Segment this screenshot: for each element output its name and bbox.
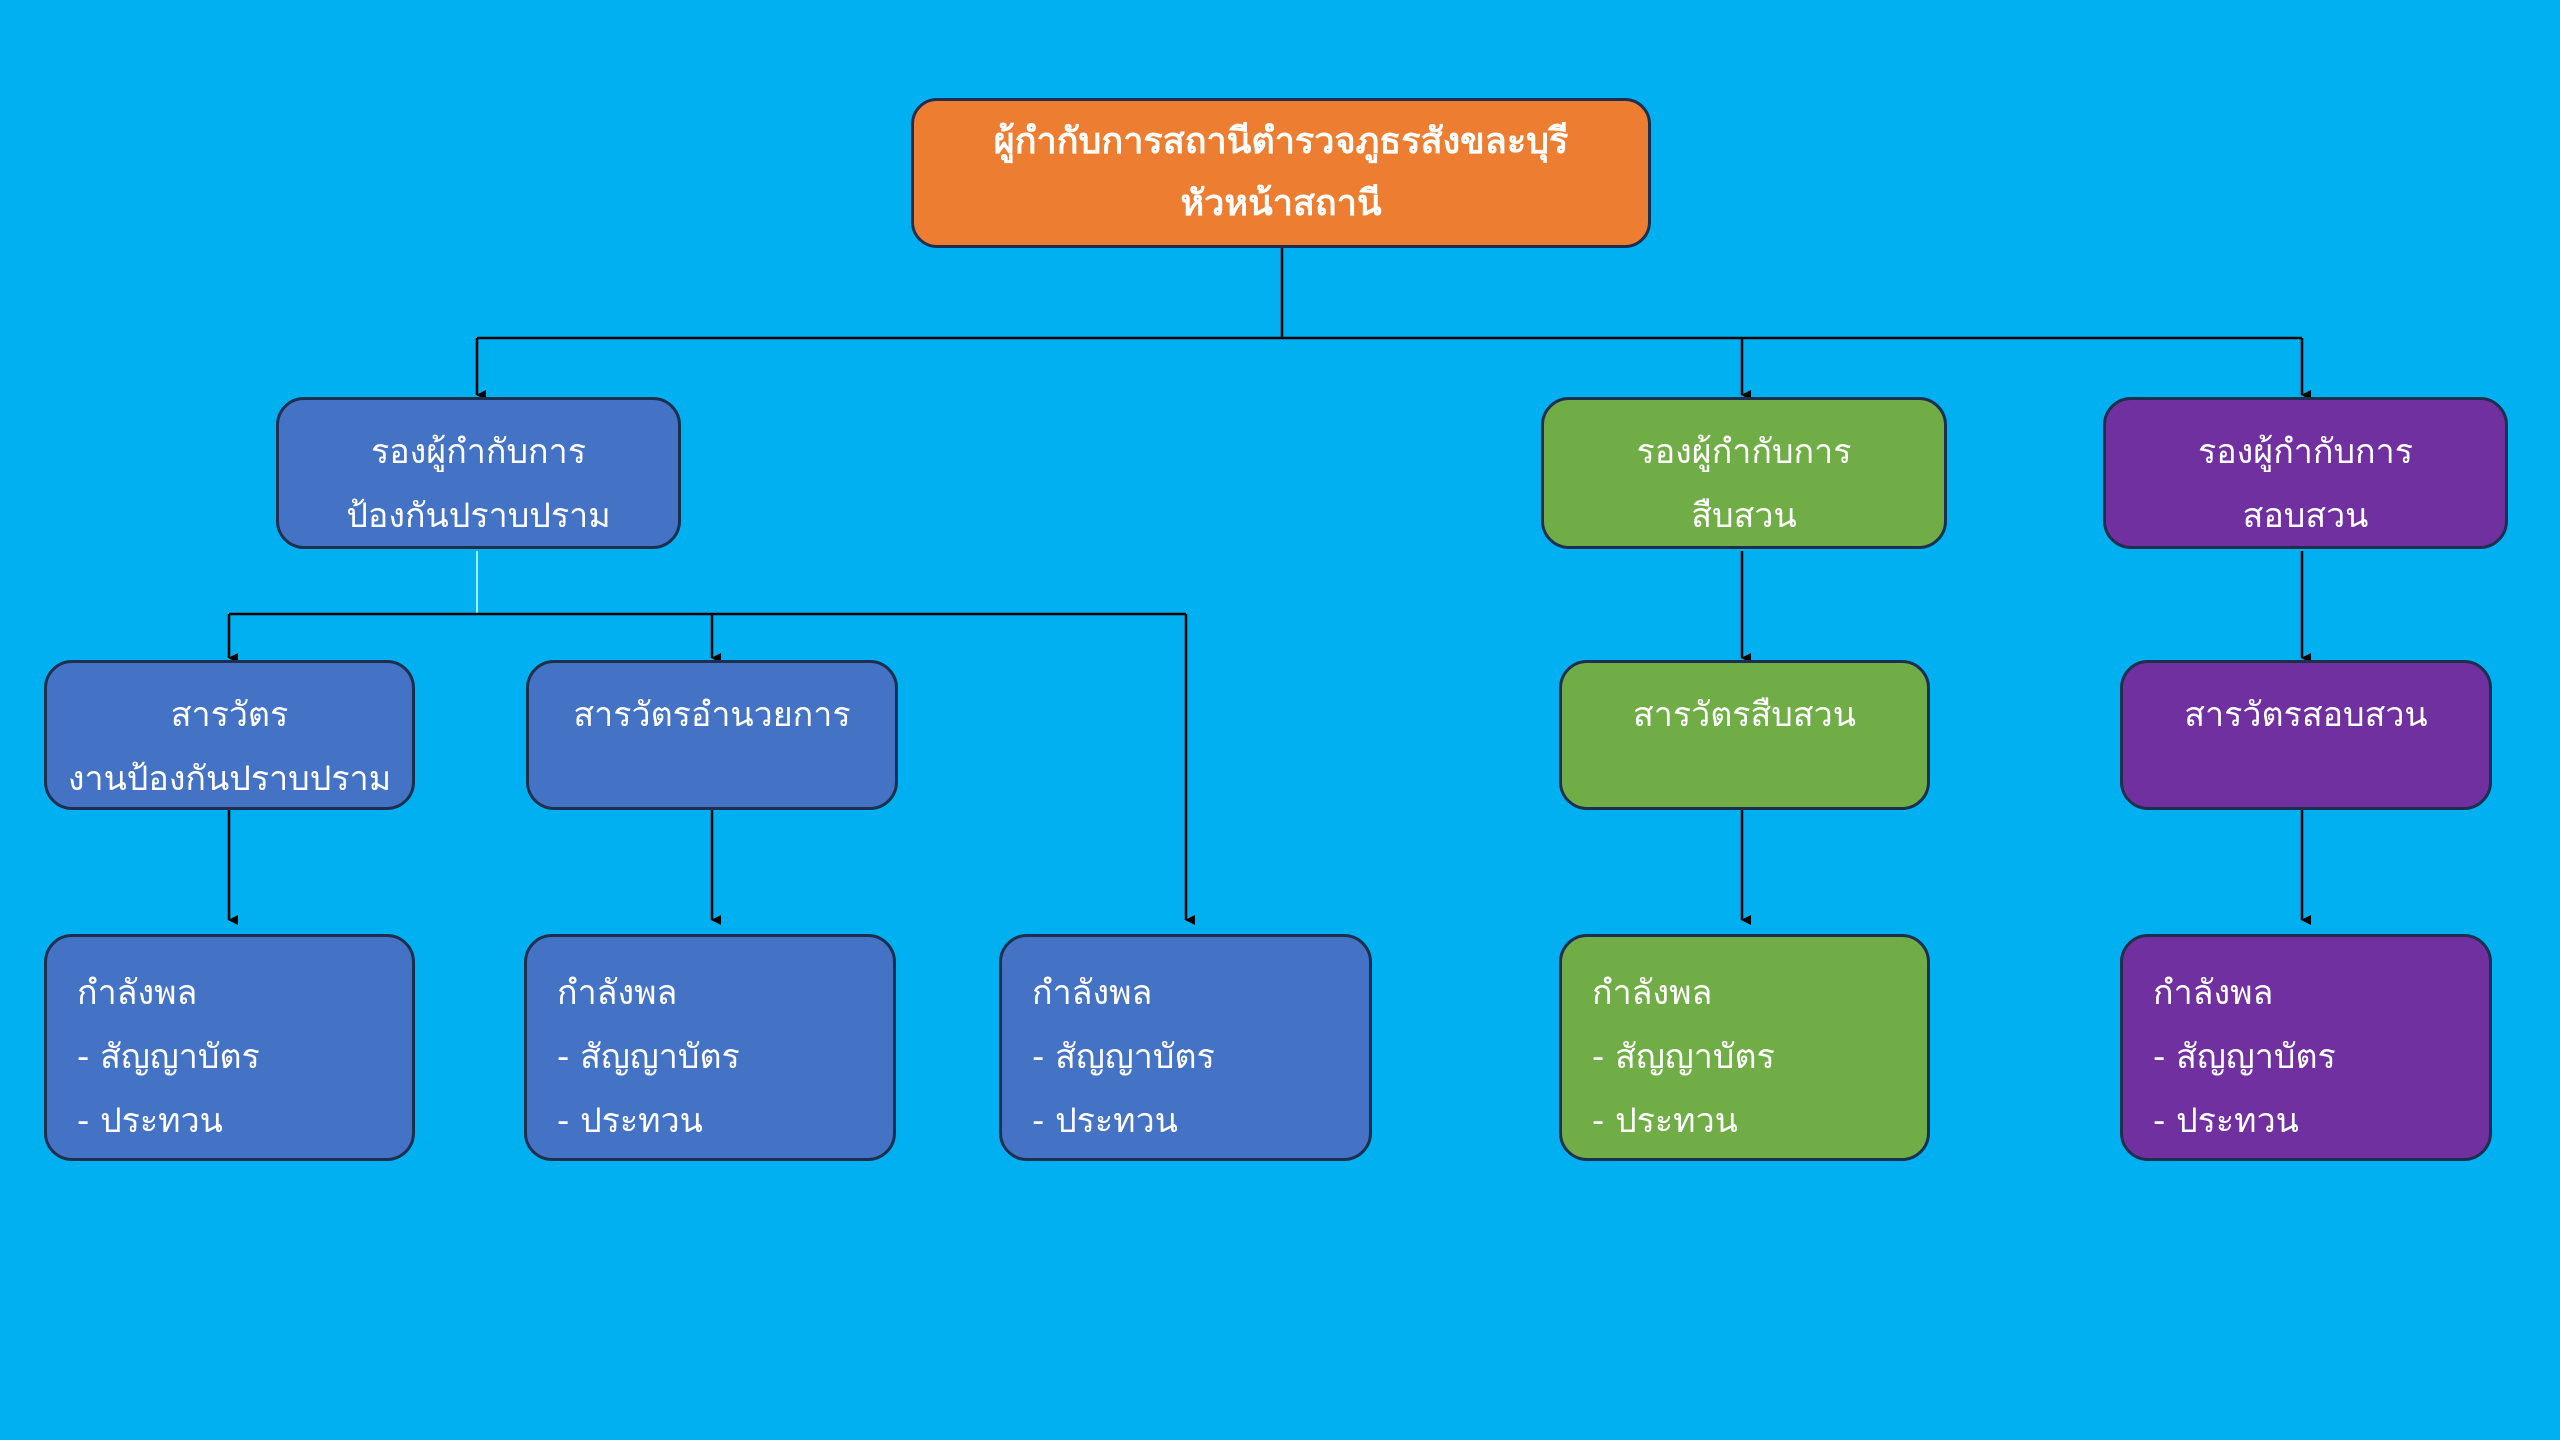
- box-text: สารวัตร: [170, 695, 289, 735]
- box-text: สอบสวน: [2242, 496, 2369, 536]
- inspector-inquiry-box: สารวัตรสอบสวน: [2120, 660, 2492, 810]
- personnel-box: กำลังพล - สัญญาบัตร - ประทวน: [999, 934, 1372, 1161]
- box-text: สืบสวน: [1691, 496, 1797, 536]
- box-text: - ประทวน: [557, 1101, 703, 1141]
- box-text: กำลังพล: [77, 973, 198, 1013]
- box-text: สารวัตรสอบสวน: [2184, 695, 2428, 735]
- box-text: - ประทวน: [1032, 1101, 1178, 1141]
- box-text: กำลังพล: [1032, 973, 1153, 1013]
- box-text: - สัญญาบัตร: [1592, 1037, 1775, 1077]
- box-text: - ประทวน: [1592, 1101, 1738, 1141]
- box-text: - สัญญาบัตร: [2153, 1037, 2336, 1077]
- personnel-box: กำลังพล - สัญญาบัตร - ประทวน: [44, 934, 415, 1161]
- box-text: รองผู้กำกับการ: [1636, 432, 1852, 472]
- box-text: งานป้องกันปราบปราม: [67, 759, 392, 799]
- station-chief-box: ผู้กำกับการสถานีตำรวจภูธรสังขละบุรี หัวห…: [911, 98, 1651, 248]
- box-text: หัวหน้าสถานี: [1180, 183, 1382, 224]
- deputy-investigation-box: รองผู้กำกับการ สืบสวน: [1541, 397, 1947, 549]
- box-text: ป้องกันปราบปราม: [346, 496, 611, 536]
- box-text: รองผู้กำกับการ: [2198, 432, 2413, 472]
- box-text: รองผู้กำกับการ: [371, 432, 586, 472]
- inspector-investigation-box: สารวัตรสืบสวน: [1559, 660, 1930, 810]
- box-text: - ประทวน: [2153, 1101, 2299, 1141]
- box-text: สารวัตรสืบสวน: [1633, 695, 1856, 735]
- personnel-box: กำลังพล - สัญญาบัตร - ประทวน: [1559, 934, 1930, 1161]
- personnel-box: กำลังพล - สัญญาบัตร - ประทวน: [524, 934, 896, 1161]
- box-text: - สัญญาบัตร: [77, 1037, 260, 1077]
- deputy-inquiry-box: รองผู้กำกับการ สอบสวน: [2103, 397, 2508, 549]
- box-text: ผู้กำกับการสถานีตำรวจภูธรสังขละบุรี: [993, 121, 1569, 162]
- box-text: - สัญญาบัตร: [557, 1037, 740, 1077]
- personnel-box: กำลังพล - สัญญาบัตร - ประทวน: [2120, 934, 2492, 1161]
- box-text: สารวัตรอำนวยการ: [573, 695, 851, 735]
- box-text: - ประทวน: [77, 1101, 223, 1141]
- box-text: กำลังพล: [557, 973, 678, 1013]
- box-text: กำลังพล: [2153, 973, 2274, 1013]
- box-text: - สัญญาบัตร: [1032, 1037, 1215, 1077]
- inspector-prevention-box: สารวัตร งานป้องกันปราบปราม: [44, 660, 415, 810]
- inspector-admin-box: สารวัตรอำนวยการ: [526, 660, 898, 810]
- box-text: กำลังพล: [1592, 973, 1713, 1013]
- deputy-prevention-box: รองผู้กำกับการ ป้องกันปราบปราม: [276, 397, 681, 549]
